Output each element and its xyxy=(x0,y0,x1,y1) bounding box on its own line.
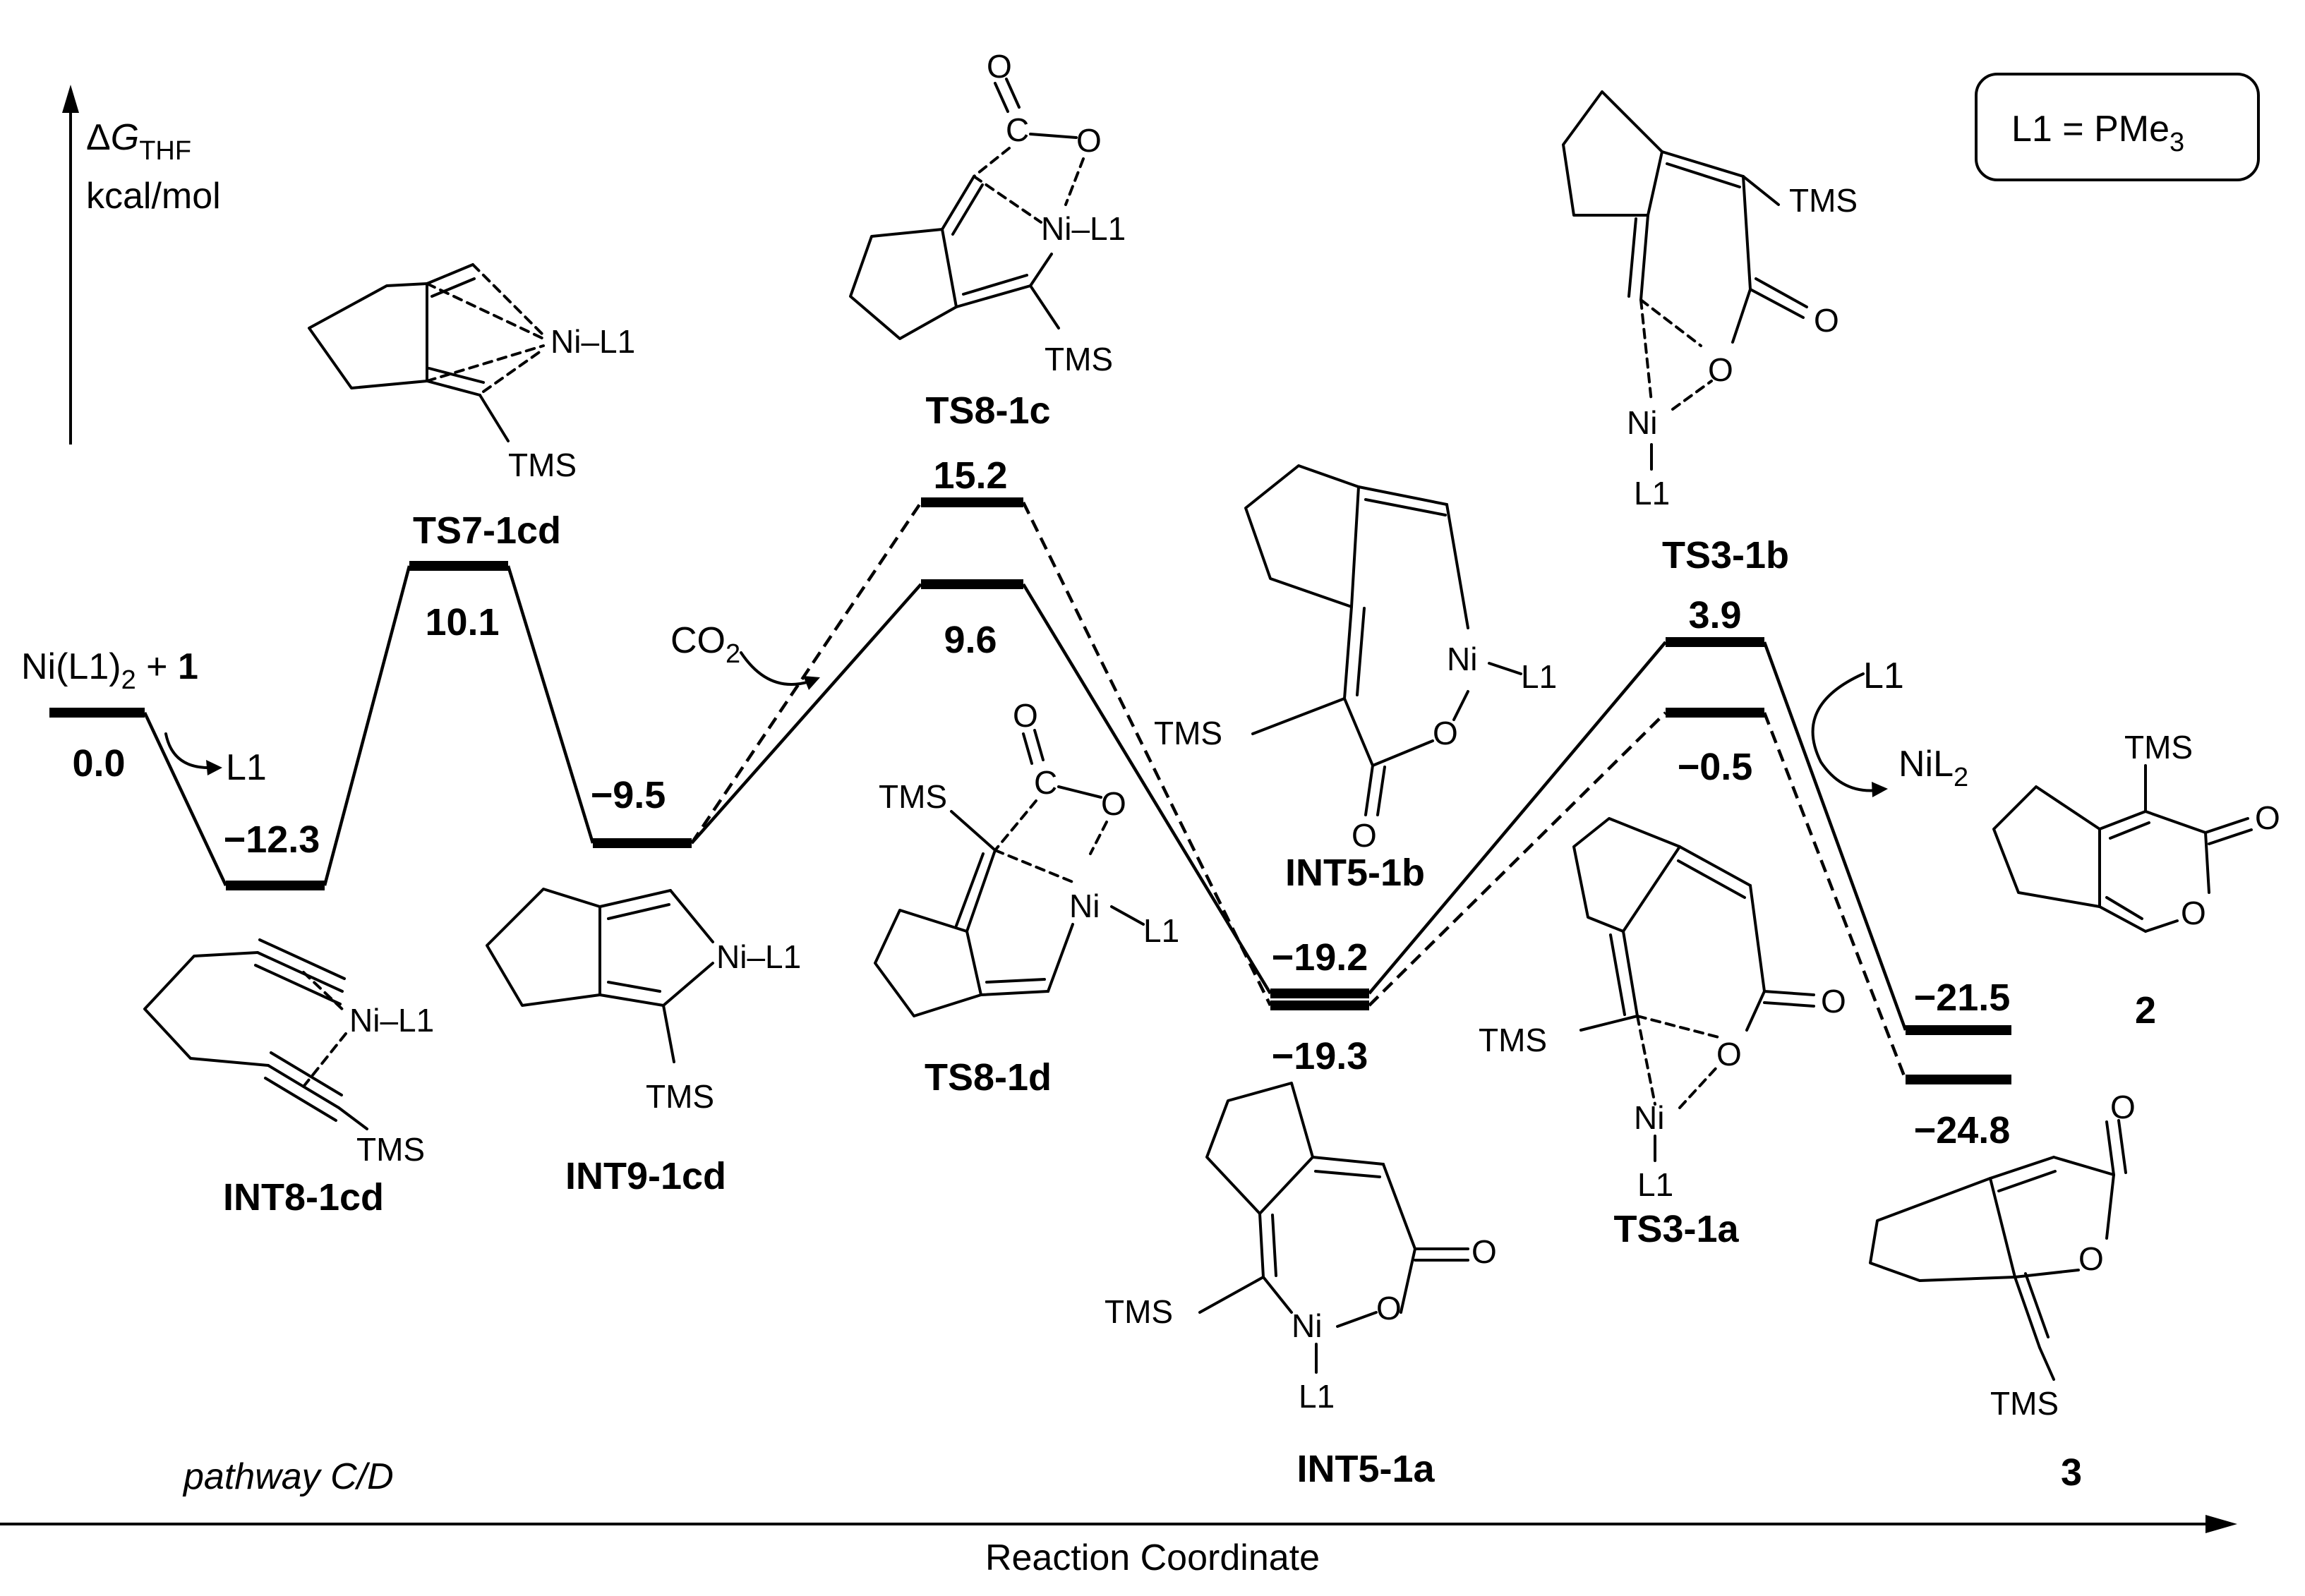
structure-ts7-1cd: Ni–L1 TMS xyxy=(308,263,635,483)
energy-int9-1cd: −9.5 xyxy=(591,774,666,816)
label-ts3-1a: TS3-1a xyxy=(1613,1208,1739,1250)
y-axis xyxy=(62,85,79,445)
structure-int5-1a: TMS O O Ni L1 xyxy=(1105,1082,1497,1415)
svg-text:O: O xyxy=(1472,1233,1497,1270)
co2-arrow xyxy=(740,651,820,690)
label-int5-1a: INT5-1a xyxy=(1296,1448,1435,1490)
svg-text:O: O xyxy=(1716,1036,1742,1072)
svg-text:L1: L1 xyxy=(1299,1378,1335,1415)
label-int5-1b: INT5-1b xyxy=(1285,852,1425,894)
co2-label: CO2 xyxy=(670,620,740,669)
svg-text:Ni: Ni xyxy=(1627,404,1657,441)
svg-text:O: O xyxy=(2110,1089,2136,1125)
x-axis xyxy=(0,1515,2237,1533)
svg-text:TMS: TMS xyxy=(1990,1385,2059,1422)
svg-text:O: O xyxy=(1376,1290,1402,1326)
l1-nil2-arrow xyxy=(1811,672,1888,797)
label-ts8-1d: TS8-1d xyxy=(925,1056,1052,1099)
structure-product-3: O O TMS xyxy=(1869,1089,2136,1422)
energy-int5-1a: −19.3 xyxy=(1272,1035,1368,1077)
label-ts3-1b: TS3-1b xyxy=(1662,534,1789,576)
structure-ts8-1c: O C O Ni–L1 TMS xyxy=(849,48,1126,377)
y-axis-label: ΔGTHF xyxy=(86,117,191,166)
energy-int5-1b: −19.2 xyxy=(1272,936,1368,979)
reactants-label: Ni(L1)2 + 1 xyxy=(21,646,198,695)
label-product-2: 2 xyxy=(2135,989,2156,1032)
svg-text:O: O xyxy=(1814,302,1839,339)
svg-text:Ni–L1: Ni–L1 xyxy=(1041,210,1126,247)
svg-text:Ni: Ni xyxy=(1447,641,1477,677)
svg-text:C: C xyxy=(1034,764,1057,801)
svg-text:C: C xyxy=(1006,111,1029,148)
energy-product-2: −21.5 xyxy=(1914,977,2011,1019)
label-ts7-1cd: TS7-1cd xyxy=(413,509,561,552)
l1-release-arrow xyxy=(164,732,222,775)
svg-text:O: O xyxy=(1708,351,1733,388)
nil2-label: NiL2 xyxy=(1898,744,1968,792)
ligand-legend: L1 = PMe3 xyxy=(1975,73,2260,181)
structure-int8-1cd: Ni–L1 TMS xyxy=(143,938,434,1168)
svg-text:TMS: TMS xyxy=(356,1131,425,1168)
svg-text:Ni–L1: Ni–L1 xyxy=(716,938,801,975)
svg-text:TMS: TMS xyxy=(2124,729,2193,766)
energy-ts3-1b: 3.9 xyxy=(1688,594,1741,636)
label-int8-1cd: INT8-1cd xyxy=(223,1176,384,1219)
svg-text:TMS: TMS xyxy=(508,447,577,483)
svg-text:TMS: TMS xyxy=(1789,182,1858,219)
energy-start: 0.0 xyxy=(72,742,125,785)
energy-ts8-1c: 15.2 xyxy=(933,454,1007,497)
svg-text:TMS: TMS xyxy=(879,778,947,815)
energy-ts7-1cd: 10.1 xyxy=(425,601,499,643)
label-int9-1cd: INT9-1cd xyxy=(565,1155,726,1197)
l1-release-label: L1 xyxy=(226,747,267,788)
l1-add-label: L1 xyxy=(1863,655,1904,696)
svg-text:Ni–L1: Ni–L1 xyxy=(550,323,635,360)
svg-text:L1: L1 xyxy=(1521,658,1557,695)
structure-ts3-1a: TMS O O Ni L1 xyxy=(1479,817,1846,1203)
label-ts8-1c: TS8-1c xyxy=(925,389,1050,432)
svg-text:Ni: Ni xyxy=(1292,1307,1322,1344)
svg-text:O: O xyxy=(2181,895,2206,931)
svg-text:TMS: TMS xyxy=(1154,715,1222,751)
energy-int8-1cd: −12.3 xyxy=(224,818,320,861)
svg-text:O: O xyxy=(1821,983,1846,1020)
x-axis-label: Reaction Coordinate xyxy=(985,1537,1320,1578)
structure-ts8-1d: O C O TMS Ni L1 xyxy=(874,697,1179,1017)
structure-product-2: TMS O O xyxy=(1992,729,2280,933)
svg-text:O: O xyxy=(1101,785,1126,822)
svg-text:L1: L1 xyxy=(1634,475,1670,512)
pathway-label: pathway C/D xyxy=(182,1456,394,1497)
energy-ts8-1d: 9.6 xyxy=(944,619,997,661)
structure-int5-1b: TMS O O Ni L1 xyxy=(1154,464,1557,854)
label-product-3: 3 xyxy=(2061,1451,2082,1494)
energy-product-3: −24.8 xyxy=(1914,1109,2011,1151)
svg-text:L1: L1 xyxy=(1637,1166,1673,1203)
svg-text:Ni: Ni xyxy=(1069,888,1100,924)
svg-text:TMS: TMS xyxy=(1105,1293,1173,1330)
structure-int9-1cd: Ni–L1 TMS xyxy=(486,888,801,1115)
svg-text:TMS: TMS xyxy=(1045,341,1113,377)
svg-text:O: O xyxy=(1433,715,1458,751)
dashed-pathway xyxy=(690,501,1908,1080)
svg-text:TMS: TMS xyxy=(1479,1022,1547,1058)
solid-pathway xyxy=(143,565,1908,1031)
svg-text:O: O xyxy=(987,48,1012,85)
svg-text:TMS: TMS xyxy=(646,1078,714,1115)
svg-text:O: O xyxy=(1076,122,1102,159)
svg-text:O: O xyxy=(2078,1240,2104,1277)
svg-text:O: O xyxy=(2255,799,2280,836)
y-axis-unit: kcal/mol xyxy=(86,176,221,217)
svg-text:O: O xyxy=(1352,817,1377,854)
energy-ts3-1a: −0.5 xyxy=(1678,746,1753,788)
svg-text:O: O xyxy=(1013,697,1038,734)
svg-text:L1: L1 xyxy=(1143,912,1179,949)
structure-ts3-1b: TMS O O Ni L1 xyxy=(1562,90,1858,512)
svg-text:Ni: Ni xyxy=(1634,1099,1664,1136)
svg-text:L1 = PMe3: L1 = PMe3 xyxy=(2011,109,2184,157)
svg-text:Ni–L1: Ni–L1 xyxy=(349,1002,434,1039)
